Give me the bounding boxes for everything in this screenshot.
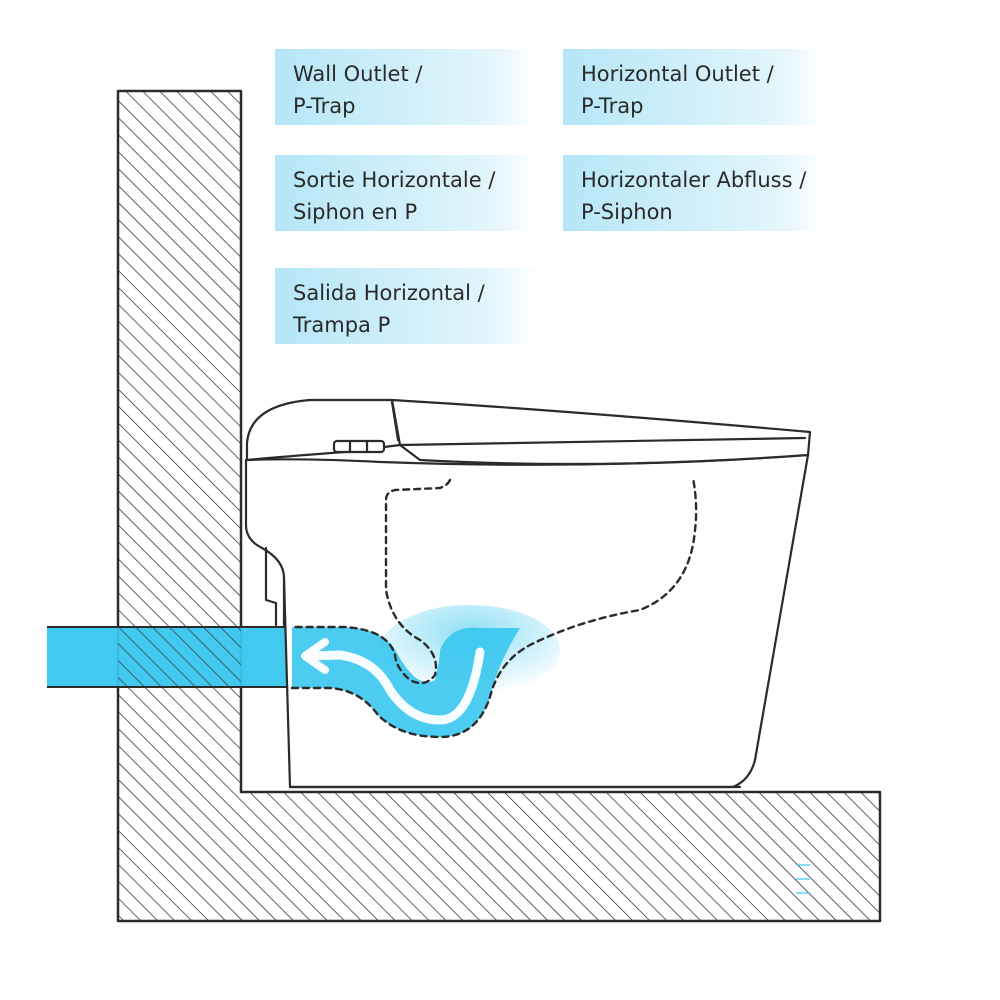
label-line-1: Sortie Horizontale / (293, 168, 496, 192)
small-decorative-mark (796, 864, 810, 894)
label-salida-horizontal: Salida Horizontal / Trampa P (275, 268, 540, 344)
label-line-2: Siphon en P (293, 200, 418, 224)
label-line-1: Horizontaler Abfluss / (581, 168, 807, 192)
label-box-bg-4 (563, 155, 828, 231)
label-sortie-horizontale: Sortie Horizontale / Siphon en P (275, 155, 540, 231)
label-line-2: Trampa P (293, 313, 391, 337)
label-box-bg-5 (275, 268, 540, 344)
label-line-2: P-Siphon (581, 200, 673, 224)
label-wall-outlet: Wall Outlet / P-Trap (275, 49, 540, 125)
label-box-bg-3 (275, 155, 540, 231)
flow-arrow-icon (305, 647, 485, 725)
toilet-side-view (244, 398, 812, 789)
label-line-1: Salida Horizontal / (293, 281, 485, 305)
label-line-1: Horizontal Outlet / (581, 62, 774, 86)
label-box-bg-2 (563, 49, 828, 125)
bowl-dashed-outline (290, 476, 698, 739)
label-line-2: P-Trap (293, 94, 356, 118)
label-horizontaler-abfluss: Horizontaler Abfluss / P-Siphon (563, 155, 828, 231)
hatched-wall (116, 89, 882, 923)
label-horizontal-outlet: Horizontal Outlet / P-Trap (563, 49, 828, 125)
label-line-1: Wall Outlet / (293, 62, 423, 86)
label-box-bg-1 (275, 49, 540, 125)
label-line-2: P-Trap (581, 94, 644, 118)
